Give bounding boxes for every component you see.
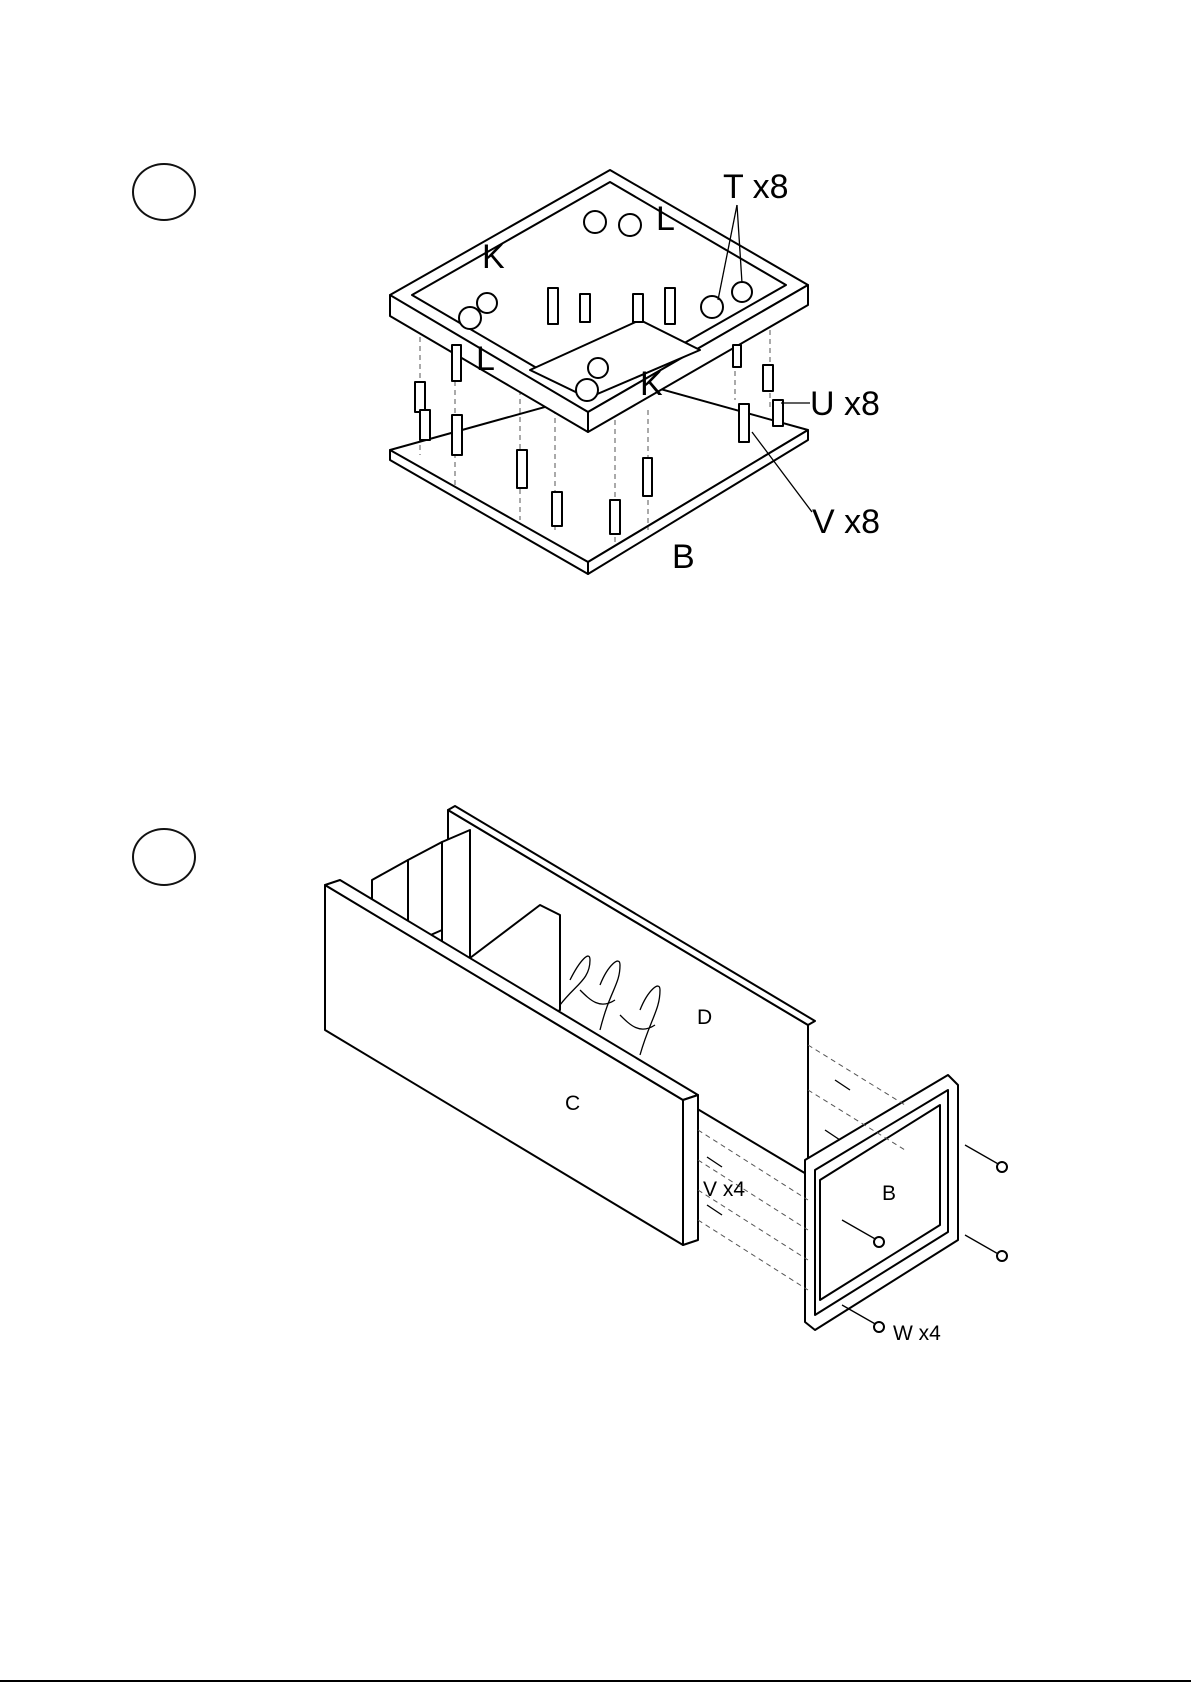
hardware-v-step2-label: V x4 [703,1178,745,1201]
step-1-diagram: K L L K B T x8 U x8 V x8 [390,168,880,576]
hardware-v-label: V x8 [812,503,880,541]
part-d-label: D [697,1006,712,1029]
part-b-label: B [672,538,695,576]
part-k-front-label: K [640,365,663,403]
part-k-top-label: K [482,238,505,276]
hardware-u-label: U x8 [810,385,880,423]
part-b-side-label: B [882,1182,896,1205]
part-c-label: C [565,1092,580,1115]
hardware-w-label: W x4 [893,1322,941,1345]
step-2-diagram: D C B V x4 W x4 [325,806,1007,1345]
hardware-t-label: T x8 [723,168,789,206]
part-l-left-label: L [476,340,495,378]
page-bottom-rule [0,1680,1191,1682]
part-l-top-label: L [656,200,675,238]
